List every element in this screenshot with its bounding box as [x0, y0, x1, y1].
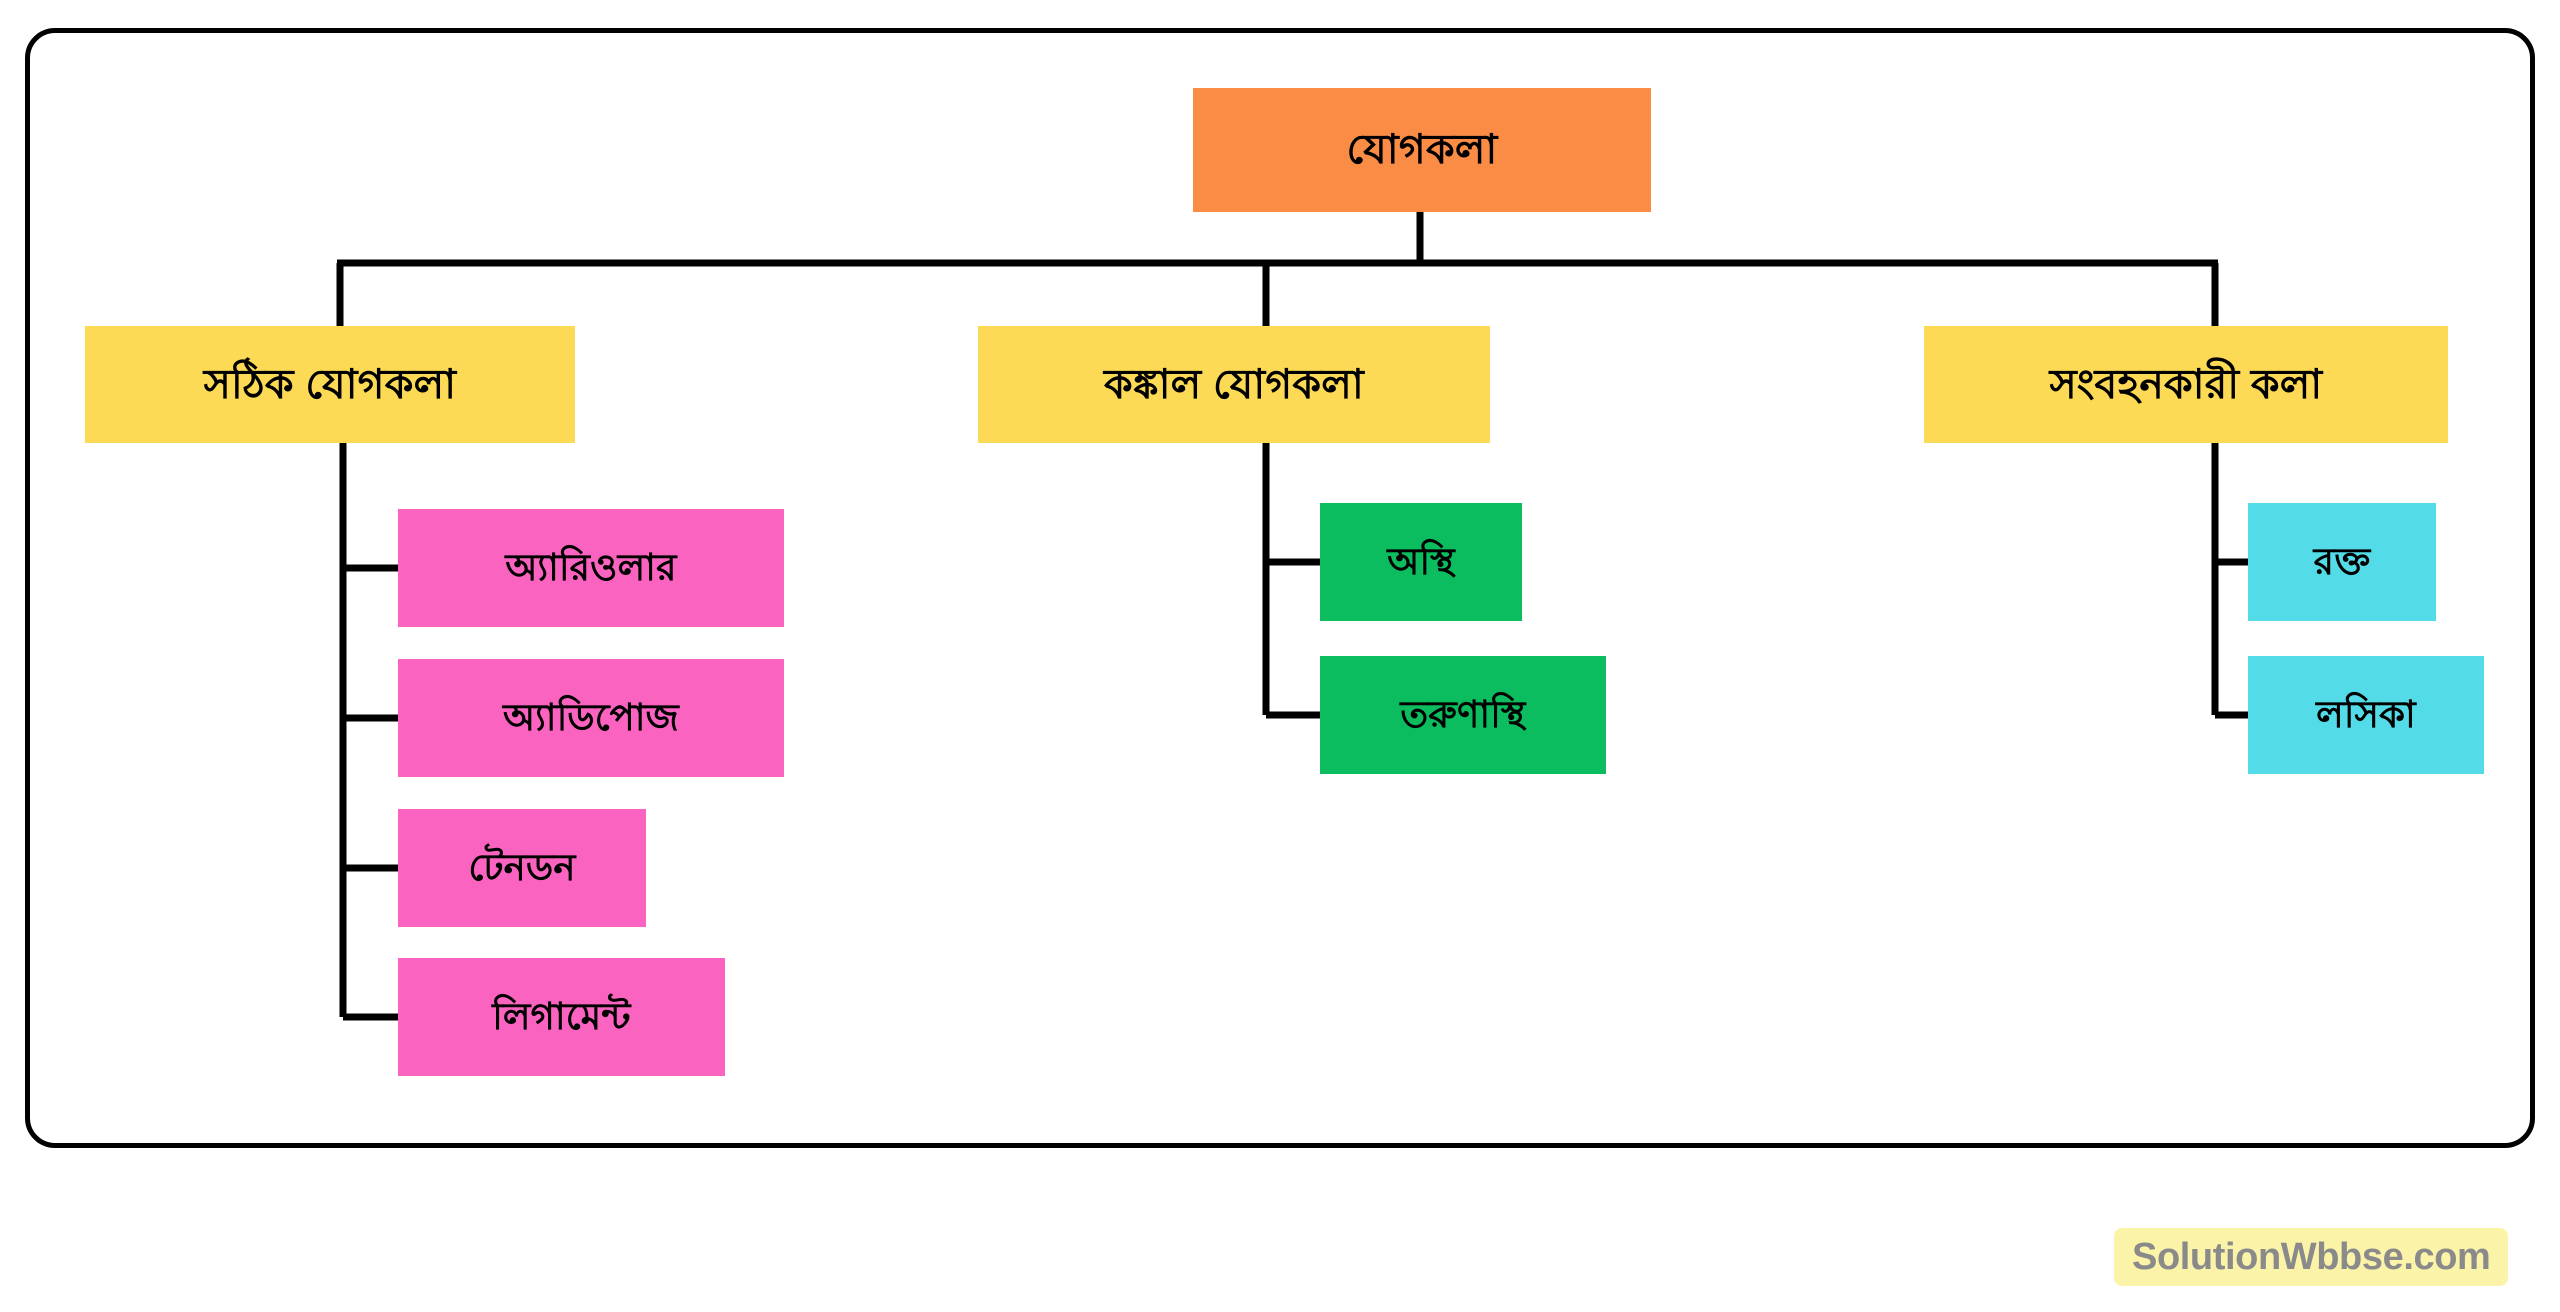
node-leaf-tendon[interactable]: টেনডন — [398, 809, 646, 927]
node-leaf-lymph[interactable]: লসিকা — [2248, 656, 2484, 774]
diagram-outer-frame — [25, 28, 2535, 1148]
node-leaf-areolar[interactable]: অ্যারিওলার — [398, 509, 784, 627]
node-leaf-adipose[interactable]: অ্যাডিপোজ — [398, 659, 784, 777]
node-leaf-blood[interactable]: রক্ত — [2248, 503, 2436, 621]
node-leaf-bone[interactable]: অস্থি — [1320, 503, 1522, 621]
node-branch-circulatory[interactable]: সংবহনকারী কলা — [1924, 326, 2448, 443]
site-watermark: SolutionWbbse.com — [2114, 1228, 2509, 1286]
node-branch-proper-connective[interactable]: সঠিক যোগকলা — [85, 326, 575, 443]
node-leaf-ligament[interactable]: লিগামেন্ট — [398, 958, 725, 1076]
node-branch-skeletal-connective[interactable]: কঙ্কাল যোগকলা — [978, 326, 1490, 443]
node-root[interactable]: যোগকলা — [1193, 88, 1651, 212]
node-leaf-cartilage[interactable]: তরুণাস্থি — [1320, 656, 1606, 774]
